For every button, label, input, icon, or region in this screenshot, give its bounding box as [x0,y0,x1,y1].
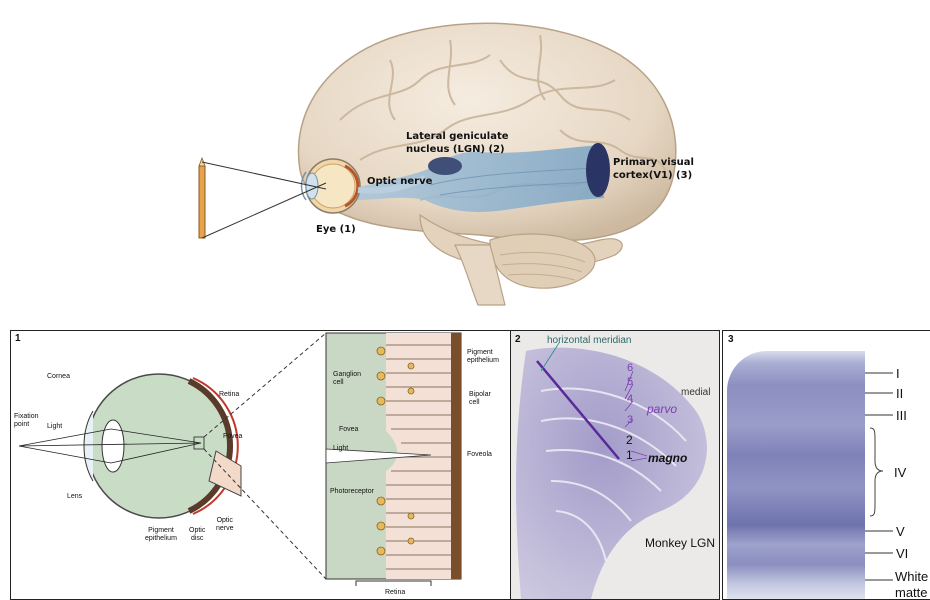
layer-VI-label: VI [896,546,908,561]
layer-I-label: I [896,366,900,381]
panel-cortex-layers: 3 I II III IV V VI White matte [722,330,930,600]
panel3-number: 3 [728,334,734,345]
eye-diagram [11,331,510,599]
lgn-label-line-1: Lateral geniculate [406,130,509,143]
medial-label: medial [681,387,710,398]
pigment-epithelium-label: Pigment epithelium [145,527,177,543]
white-matter-line-1: White [895,569,928,585]
v1-cortex [586,143,610,197]
zoom-fovea-label: Fovea [339,426,358,433]
pencil-icon [199,166,205,238]
pigment-line-2: epithelium [145,535,177,543]
lgn-label-line-2: nucleus (LGN) (2) [406,143,509,156]
layer-III-label: III [896,408,907,423]
optic-nerve-line-2: nerve [216,525,234,533]
ganglion-line-2: cell [333,379,361,387]
light-label: Light [47,423,62,430]
retina-label: Retina [219,391,239,398]
bipolar-line-2: cell [469,399,491,407]
lgn-label: Lateral geniculate nucleus (LGN) (2) [406,130,509,156]
ganglion-cell-label: Ganglion cell [333,371,361,387]
layer-6-label: 6 [627,362,633,374]
white-matter-line-2: matte [895,585,928,600]
layer-V-label: V [896,524,905,539]
layer-4-label: 4 [627,393,633,405]
monkey-lgn-label: Monkey LGN [645,536,715,550]
cornea-label: Cornea [47,373,70,380]
v1-label-line-2: cortex(V1) (3) [613,169,694,182]
layer-2-label: 2 [626,433,633,447]
optic-disc-label: Optic disc [189,527,205,543]
optic-nerve-small-label: Optic nerve [216,517,234,533]
zoom-pigment-label: Pigment epithelium [467,349,499,365]
zoom-pigment-line-2: epithelium [467,357,499,365]
optic-nerve-line-1: Optic [216,517,234,525]
fixation-line-1: Fixation [14,413,39,421]
lens-label: Lens [67,493,82,500]
parvo-label: parvo [647,402,677,416]
v1-label: Primary visual cortex(V1) (3) [613,156,694,182]
magno-label: magno [648,451,687,465]
bipolar-cell-label: Bipolar cell [469,391,491,407]
panel1-number: 1 [15,333,21,344]
zoom-light-label: Light [333,445,348,452]
layer-3-label: 3 [627,414,633,426]
horizontal-meridian-label: horizontal meridian [547,335,632,346]
layer-IV-label: IV [894,465,906,480]
optic-nerve-label: Optic nerve [367,176,432,187]
panel-eye-retina: 1 Cornea Fixation point Light Lens Retin… [10,330,511,600]
lgn-nucleus [428,157,462,175]
optic-disc-line-1: Optic [189,527,205,535]
fixation-line-2: point [14,421,39,429]
layer-II-label: II [896,386,903,401]
photoreceptor-label: Photoreceptor [330,488,374,495]
fovea-label: Fovea [223,433,242,440]
ganglion-line-1: Ganglion [333,371,361,379]
fixation-point-label: Fixation point [14,413,39,429]
pigment-line-1: Pigment [145,527,177,535]
optic-disc-line-2: disc [189,535,205,543]
zoom-retina-label: Retina [385,589,405,596]
bipolar-line-1: Bipolar [469,391,491,399]
white-matter-label: White matte [895,569,928,600]
layer-1-label: 1 [626,448,633,462]
v1-label-line-1: Primary visual [613,156,694,169]
panel2-number: 2 [515,334,521,345]
foveola-label: Foveola [467,451,492,458]
layer-5-label: 5 [627,376,633,388]
lgn-histology [511,331,719,599]
zoom-pigment-line-1: Pigment [467,349,499,357]
panel-monkey-lgn: 2 horizontal meridian 6 5 4 3 parvo medi… [510,330,720,600]
eye-label: Eye (1) [316,224,356,235]
